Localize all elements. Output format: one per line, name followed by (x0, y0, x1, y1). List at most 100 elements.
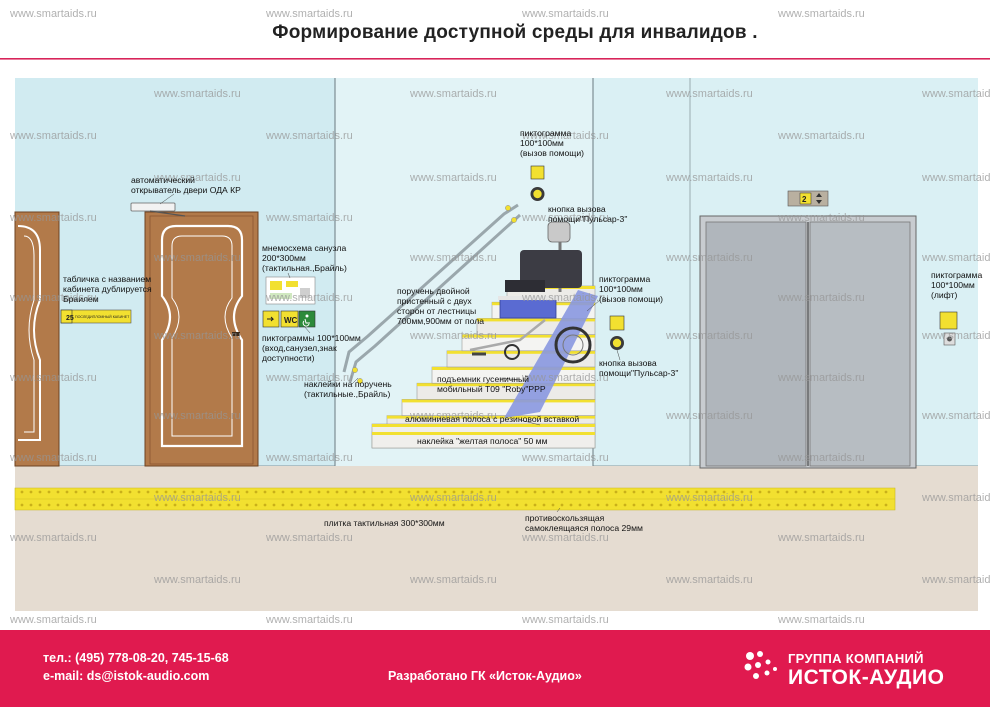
tactile-dot (767, 490, 771, 494)
watermark: www.smartaids.ru (266, 8, 353, 20)
tactile-dot (119, 503, 123, 507)
tactile-dot (623, 503, 627, 507)
label-room-sign: табличка с названием кабинета дублируетс… (63, 274, 152, 304)
watermark: www.smartaids.ru (666, 330, 753, 342)
tactile-dot (461, 503, 465, 507)
tactile-dot (92, 490, 96, 494)
watermark: www.smartaids.ru (10, 212, 97, 224)
logo-dots-icon (744, 651, 777, 679)
watermark: www.smartaids.ru (666, 88, 753, 100)
tactile-dot (20, 490, 24, 494)
watermark: www.smartaids.ru (778, 130, 865, 142)
tactile-dot (362, 490, 366, 494)
tactile-dot (92, 503, 96, 507)
tactile-dot (695, 503, 699, 507)
tactile-dot (704, 503, 708, 507)
tactile-dot (281, 503, 285, 507)
footer-bar: тел.: (495) 778-08-20, 745-15-68 e-mail:… (0, 630, 990, 707)
tactile-dot (245, 503, 249, 507)
watermark: www.smartaids.ru (266, 212, 353, 224)
tactile-dot (623, 490, 627, 494)
tactile-dot (578, 503, 582, 507)
watermark: www.smartaids.ru (266, 614, 353, 626)
tactile-dot (227, 490, 231, 494)
tactile-dot (839, 503, 843, 507)
tactile-dot (299, 490, 303, 494)
watermark: www.smartaids.ru (922, 252, 990, 264)
tactile-dot (101, 503, 105, 507)
watermark: www.smartaids.ru (666, 492, 753, 504)
tactile-dot (236, 503, 240, 507)
yellow-step-strip (477, 318, 595, 322)
label-yellow-strip: наклейка "желтая полоса" 50 мм (417, 436, 548, 446)
tactile-dot (245, 490, 249, 494)
tactile-dot (191, 503, 195, 507)
tactile-dot (488, 490, 492, 494)
tactile-dot (704, 490, 708, 494)
tactile-dot (155, 503, 159, 507)
tactile-dot (281, 490, 285, 494)
tactile-dot (452, 503, 456, 507)
tactile-dot (650, 490, 654, 494)
tactile-dot (542, 503, 546, 507)
yellow-strip (372, 432, 595, 435)
tactile-dot (497, 490, 501, 494)
watermark: www.smartaids.ru (154, 574, 241, 586)
watermark: www.smartaids.ru (666, 410, 753, 422)
watermark: www.smartaids.ru (154, 410, 241, 422)
tactile-dot (488, 503, 492, 507)
tactile-dot (119, 490, 123, 494)
tactile-dot (866, 490, 870, 494)
tactile-dot (308, 503, 312, 507)
tactile-dot (164, 503, 168, 507)
tactile-dot (740, 503, 744, 507)
tactile-dot (470, 490, 474, 494)
tactile-dot (722, 490, 726, 494)
label-auto-door: автоматический открыватель двери ОДА КР (131, 175, 241, 195)
tactile-dot (749, 490, 753, 494)
tactile-dot (713, 503, 717, 507)
tactile-dot (560, 490, 564, 494)
tactile-dot (650, 503, 654, 507)
tactile-dot (110, 503, 114, 507)
room-sign (60, 309, 132, 324)
watermark: www.smartaids.ru (522, 8, 609, 20)
call-button-top (530, 165, 545, 201)
tactile-dot (668, 503, 672, 507)
tactile-dot (686, 490, 690, 494)
tactile-dot (830, 490, 834, 494)
tactile-dot (569, 503, 573, 507)
watermark: www.smartaids.ru (10, 532, 97, 544)
tactile-dot (272, 503, 276, 507)
tactile-dot (884, 490, 888, 494)
call-button-right (609, 315, 625, 350)
page-title: Формирование доступной среды для инвалид… (272, 22, 758, 43)
tactile-dot (830, 503, 834, 507)
tactile-dot (20, 503, 24, 507)
watermark: www.smartaids.ru (410, 330, 497, 342)
floor-number: 2 (802, 195, 807, 204)
watermark: www.smartaids.ru (10, 8, 97, 20)
tactile-dot (794, 503, 798, 507)
tactile-dot (83, 490, 87, 494)
watermark: www.smartaids.ru (266, 130, 353, 142)
tactile-dot (407, 503, 411, 507)
tactile-dot (758, 503, 762, 507)
yellow-strip (372, 424, 595, 427)
tactile-dot (659, 503, 663, 507)
tactile-dot (461, 490, 465, 494)
tactile-dot (533, 503, 537, 507)
watermark: www.smartaids.ru (154, 88, 241, 100)
tactile-dot (758, 490, 762, 494)
tactile-dot (47, 490, 51, 494)
watermark: www.smartaids.ru (922, 88, 990, 100)
tactile-dot (56, 503, 60, 507)
watermark: www.smartaids.ru (10, 130, 97, 142)
watermark: www.smartaids.ru (410, 88, 497, 100)
call-button-icon (533, 189, 542, 199)
tactile-dot (263, 503, 267, 507)
tactile-dot (83, 503, 87, 507)
tactile-dot (425, 490, 429, 494)
footer-developed: Разработано ГК «Исток-Аудио» (388, 669, 582, 683)
tactile-dot (794, 490, 798, 494)
